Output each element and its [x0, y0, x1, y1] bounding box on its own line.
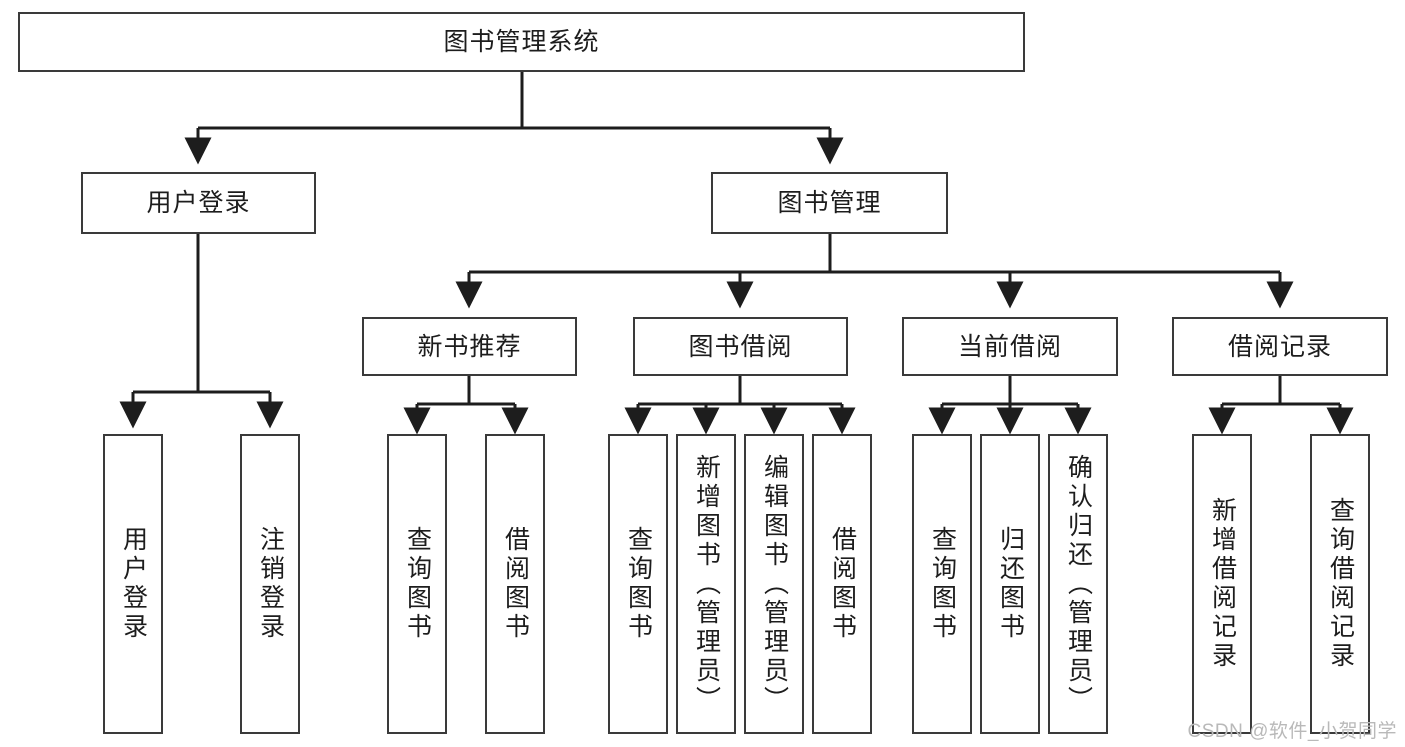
node-book-manage[interactable]: 图书管理 [711, 172, 948, 234]
leaf-borrow-book-borrow[interactable]: 借阅图书 [812, 434, 872, 734]
leaf-edit-book-admin[interactable]: 编辑图书（管理员） [744, 434, 804, 734]
node-label: 归还图书 [996, 526, 1025, 642]
node-label: 当前借阅 [957, 332, 1062, 361]
leaf-query-book-borrow[interactable]: 查询图书 [608, 434, 668, 734]
node-label: 查询图书 [403, 526, 432, 642]
node-label: 图书借阅 [688, 332, 793, 361]
leaf-return-book[interactable]: 归还图书 [980, 434, 1040, 734]
node-label: 新书推荐 [417, 332, 522, 361]
node-label: 借阅图书 [501, 526, 530, 642]
node-label: 新增图书（管理员） [692, 453, 721, 715]
node-label: 借阅记录 [1227, 332, 1332, 361]
node-book-borrow[interactable]: 图书借阅 [633, 317, 848, 376]
node-label: 用户登录 [146, 189, 251, 217]
leaf-query-book-current[interactable]: 查询图书 [912, 434, 972, 734]
leaf-query-book-recommend[interactable]: 查询图书 [387, 434, 447, 734]
leaf-add-borrow-record[interactable]: 新增借阅记录 [1192, 434, 1252, 734]
node-label: 用户登录 [119, 526, 148, 642]
node-label: 查询借阅记录 [1326, 497, 1355, 671]
node-current-borrow[interactable]: 当前借阅 [902, 317, 1118, 376]
node-label: 确认归还（管理员） [1064, 453, 1093, 715]
node-label: 图书管理 [777, 189, 882, 217]
node-label: 编辑图书（管理员） [760, 453, 789, 715]
node-label: 查询图书 [624, 526, 653, 642]
node-label: 借阅图书 [828, 526, 857, 642]
node-borrow-record[interactable]: 借阅记录 [1172, 317, 1388, 376]
node-root-system[interactable]: 图书管理系统 [18, 12, 1025, 72]
node-label: 注销登录 [256, 526, 285, 642]
node-new-book-recommend[interactable]: 新书推荐 [362, 317, 577, 376]
leaf-confirm-return-admin[interactable]: 确认归还（管理员） [1048, 434, 1108, 734]
leaf-query-borrow-record[interactable]: 查询借阅记录 [1310, 434, 1370, 734]
watermark-text: CSDN @软件_小贺同学 [1187, 721, 1397, 742]
leaf-logout-login[interactable]: 注销登录 [240, 434, 300, 734]
node-label: 查询图书 [928, 526, 957, 642]
leaf-user-login[interactable]: 用户登录 [103, 434, 163, 734]
node-label: 图书管理系统 [443, 28, 600, 56]
leaf-borrow-book-recommend[interactable]: 借阅图书 [485, 434, 545, 734]
node-user-login[interactable]: 用户登录 [81, 172, 316, 234]
node-label: 新增借阅记录 [1208, 497, 1237, 671]
leaf-add-book-admin[interactable]: 新增图书（管理员） [676, 434, 736, 734]
